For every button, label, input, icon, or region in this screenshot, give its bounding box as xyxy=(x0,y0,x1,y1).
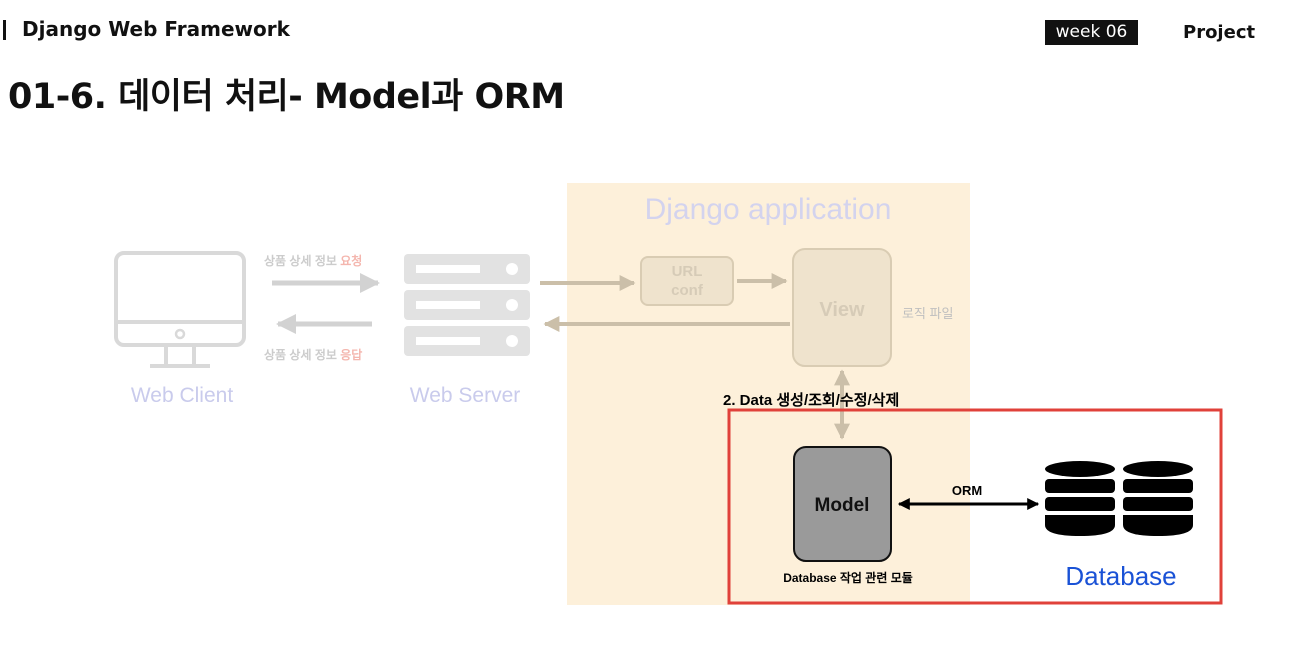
response-highlight: 응답 xyxy=(340,347,362,362)
web-server-label: Web Server xyxy=(410,384,521,407)
request-highlight: 요청 xyxy=(340,253,362,268)
urlconf-label-line1: URL xyxy=(672,263,703,280)
page-title: 01-6. 데이터 처리- Model과 ORM xyxy=(8,77,565,117)
model-note: Database 작업 관련 모듈 xyxy=(783,570,913,585)
view-box xyxy=(792,248,892,367)
model-label: Model xyxy=(815,495,870,516)
header-accent-bar xyxy=(3,20,6,40)
request-label: 상품 상세 정보 요청 xyxy=(264,253,362,268)
web-client-label: Web Client xyxy=(131,384,233,407)
orm-label: ORM xyxy=(952,483,982,498)
server-icon xyxy=(404,254,530,356)
database-label: Database xyxy=(1065,561,1176,591)
response-label: 상품 상세 정보 응답 xyxy=(264,347,362,362)
view-label: View xyxy=(819,299,865,321)
data-ops-label: 2. Data 생성/조회/수정/삭제 xyxy=(723,391,899,409)
model-orm-highlight-frame xyxy=(727,408,1223,605)
nav-project-link[interactable]: Project xyxy=(1183,22,1256,43)
model-box xyxy=(793,446,892,562)
database-icon xyxy=(1045,461,1115,536)
breadcrumb: Django Web Framework xyxy=(22,17,290,41)
week-badge: week 06 xyxy=(1045,20,1138,45)
urlconf-label-line2: conf xyxy=(671,282,704,299)
view-note: 로직 파일 xyxy=(902,306,953,321)
django-app-title: Django application xyxy=(645,193,892,226)
django-app-region xyxy=(567,183,970,605)
urlconf-box xyxy=(640,256,734,306)
monitor-icon xyxy=(114,251,246,368)
database-icon-secondary xyxy=(1123,461,1193,536)
